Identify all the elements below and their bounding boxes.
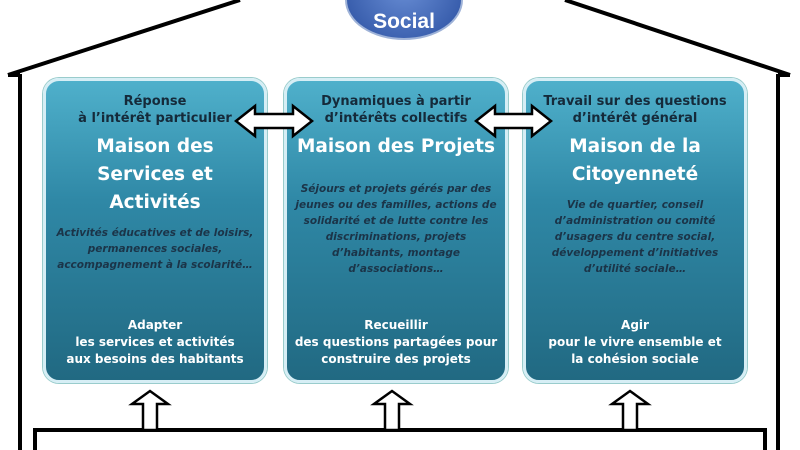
box-citoyennete: Travail sur des questions d’intérêt géné… <box>523 78 747 383</box>
box-projets: Dynamiques à partir d’intérêts collectif… <box>284 78 508 383</box>
foundation-box <box>33 428 767 450</box>
box-title: Maison des Services et Activités <box>96 136 214 213</box>
box-action: Recueillir des questions partagées pour … <box>294 318 498 366</box>
box-action: Agir pour le vivre ensemble et la cohési… <box>548 318 722 366</box>
up-arrows <box>128 389 652 432</box>
double-arrow-icon <box>473 103 554 139</box>
box-services: Réponse à l’intérêt particulier Maison d… <box>43 78 267 383</box>
box-action: Adapter les services et activités aux be… <box>66 318 244 366</box>
box-description: Vie de quartier, conseil d’administratio… <box>551 199 719 275</box>
double-arrows <box>233 103 554 139</box>
double-arrow-icon <box>233 103 315 139</box>
box-header: Travail sur des questions d’intérêt géné… <box>543 94 727 126</box>
box-description: Activités éducatives et de loisirs, perm… <box>56 227 254 271</box>
box-description: Séjours et projets gérés par des jeunes … <box>295 183 497 275</box>
box-title: Maison de la Citoyenneté <box>569 136 701 185</box>
box-title: Maison des Projets <box>297 136 495 157</box>
box-header: Réponse à l’intérêt particulier <box>78 94 232 126</box>
box-header: Dynamiques à partir d’intérêts collectif… <box>321 94 471 126</box>
